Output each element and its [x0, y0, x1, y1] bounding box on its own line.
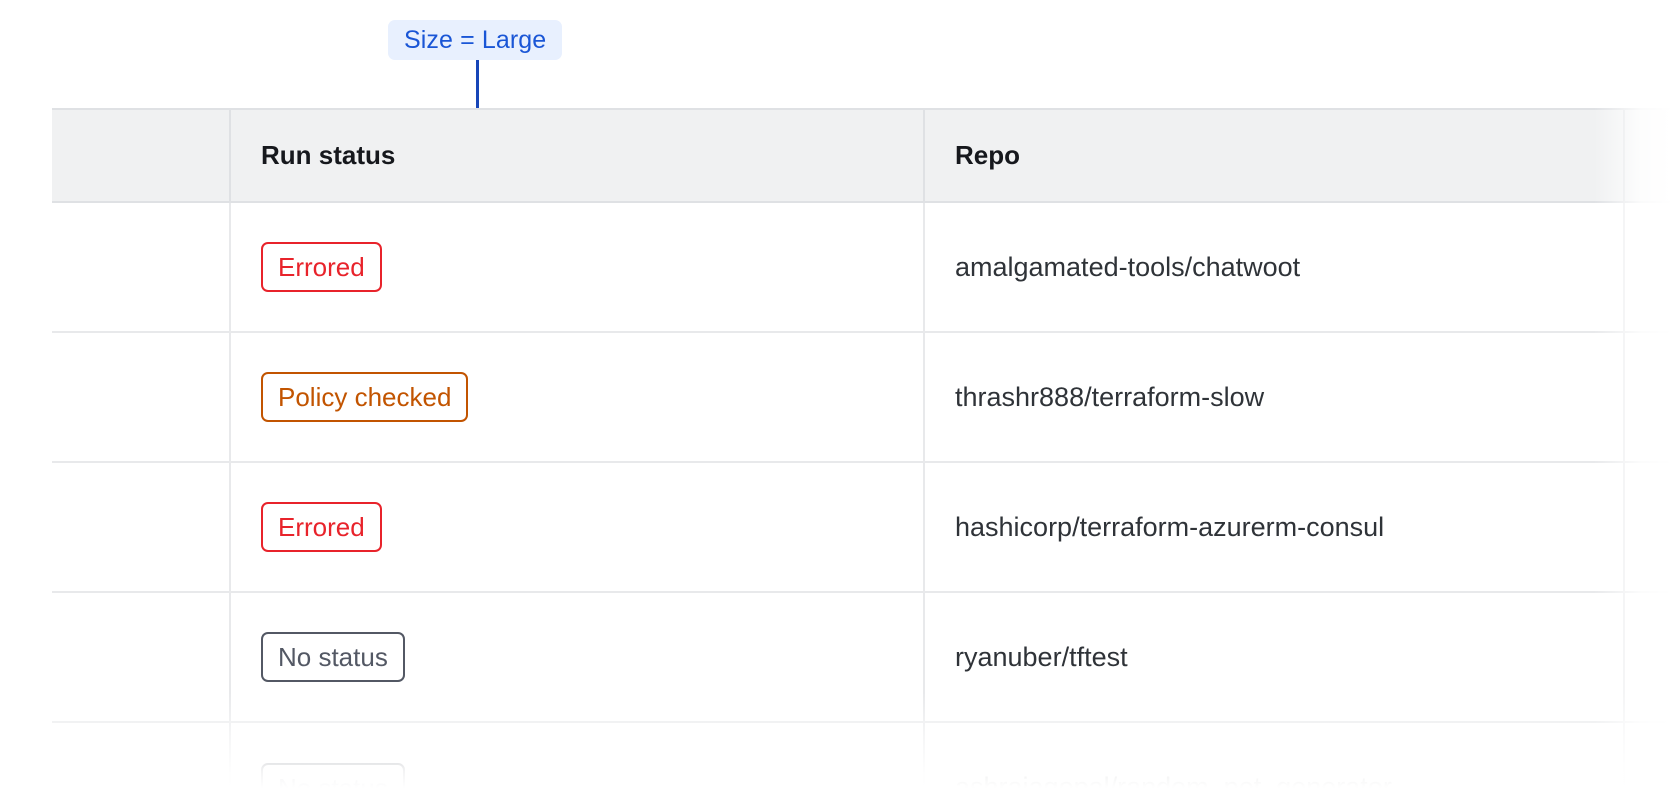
table-row[interactable]: No status ashrajagopal/random_pet_generat… — [52, 722, 1672, 788]
table-row[interactable]: No status ryanuber/tftest — [52, 592, 1672, 723]
run-status-cell: Errored — [230, 202, 925, 333]
table-header: Run status Repo — [52, 108, 1672, 203]
status-badge: Policy checked — [261, 372, 469, 422]
row-select-cell[interactable] — [52, 462, 231, 593]
column-header-tail — [1624, 108, 1672, 203]
run-status-cell: No status — [230, 722, 925, 788]
row-tail-cell — [1624, 462, 1672, 593]
repo-cell[interactable]: hashicorp/terraform-azurerm-consul — [924, 462, 1625, 593]
run-status-cell: No status — [230, 592, 925, 723]
annotation-badge-size-large: Size = Large — [388, 20, 563, 60]
runs-table: Run status Repo Errored amalgamated-tools… — [52, 108, 1672, 788]
row-select-cell[interactable] — [52, 202, 231, 333]
row-tail-cell — [1624, 202, 1672, 333]
table-row[interactable]: Errored amalgamated-tools/chatwoot — [52, 202, 1672, 333]
table-row[interactable]: Policy checked thrashr888/terraform-slow — [52, 332, 1672, 463]
row-tail-cell — [1624, 722, 1672, 788]
status-badge: Errored — [261, 502, 382, 552]
row-select-cell[interactable] — [52, 722, 231, 788]
repo-cell[interactable]: ashrajagopal/random_pet_generator — [924, 722, 1625, 788]
table-header-row: Run status Repo — [52, 108, 1672, 203]
status-badge: No status — [261, 632, 405, 682]
run-status-cell: Policy checked — [230, 332, 925, 463]
column-header-run-status[interactable]: Run status — [230, 108, 925, 203]
row-tail-cell — [1624, 592, 1672, 723]
repo-cell[interactable]: thrashr888/terraform-slow — [924, 332, 1625, 463]
status-badge: No status — [261, 762, 405, 788]
column-header-repo[interactable]: Repo — [924, 108, 1625, 203]
status-badge: Errored — [261, 242, 382, 292]
column-header-select[interactable] — [52, 108, 231, 203]
repo-cell[interactable]: ryanuber/tftest — [924, 592, 1625, 723]
table-row[interactable]: Errored hashicorp/terraform-azurerm-consu… — [52, 462, 1672, 593]
repo-cell[interactable]: amalgamated-tools/chatwoot — [924, 202, 1625, 333]
table-container: Run status Repo Errored amalgamated-tools… — [0, 108, 1672, 788]
row-select-cell[interactable] — [52, 332, 231, 463]
row-select-cell[interactable] — [52, 592, 231, 723]
run-status-cell: Errored — [230, 462, 925, 593]
row-tail-cell — [1624, 332, 1672, 463]
